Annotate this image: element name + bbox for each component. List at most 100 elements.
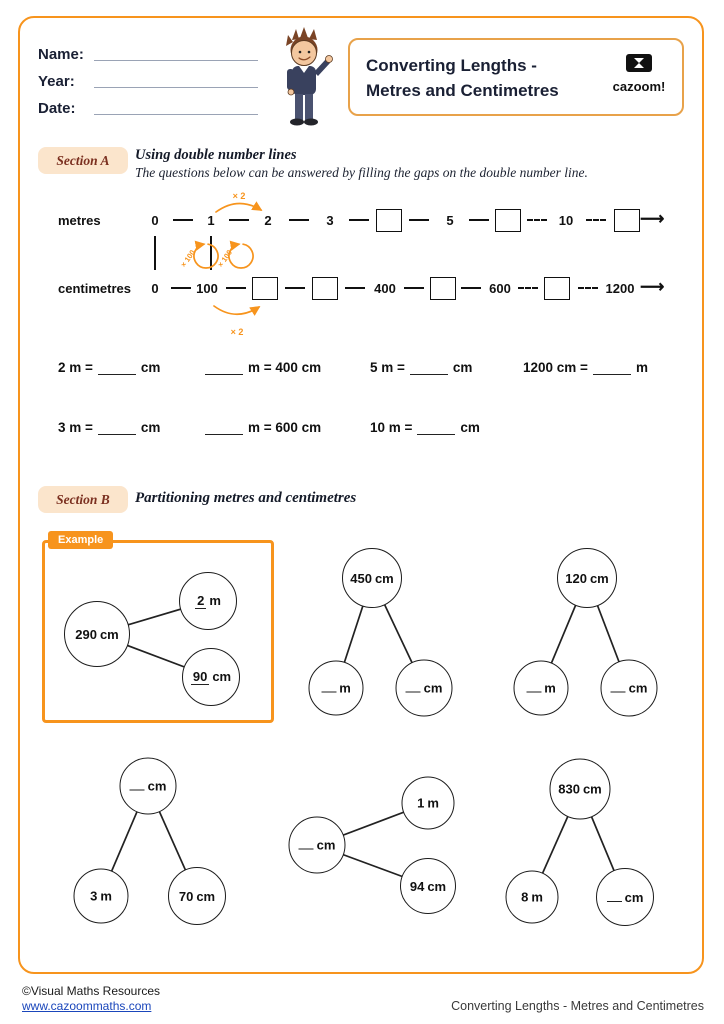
times2-label-bottom: × 2 <box>231 327 244 337</box>
metres-value: 5 <box>446 213 454 228</box>
number-line-connector <box>226 287 246 289</box>
times2-label-top: × 2 <box>233 191 246 201</box>
cm-answer-box-2[interactable] <box>312 277 338 300</box>
question-4: 1200 cm =m <box>523 360 648 375</box>
times100-loop-left <box>193 240 219 269</box>
cm-value: 600 <box>489 281 511 296</box>
answer-blank[interactable] <box>409 362 448 375</box>
metres-line-arrow: ⟶ <box>640 209 665 228</box>
question-1: 2 m =cm <box>58 360 161 375</box>
number-line-connector <box>173 219 193 221</box>
number-line-connector-dashed <box>527 219 547 221</box>
section-a-badge: Section A <box>38 147 128 174</box>
number-line-connector <box>469 219 489 221</box>
footer-copyright: ©Visual Maths Resources <box>22 984 161 998</box>
question-5: 3 m =cm <box>58 420 161 435</box>
diagram1-part2-circle: cm <box>395 659 453 717</box>
diagram1-part1-circle: m <box>308 660 364 716</box>
section-a-heading: Using double number lines <box>135 147 297 163</box>
answer-blank[interactable] <box>129 779 145 791</box>
answer-blank[interactable] <box>610 681 626 693</box>
metres-value: 10 <box>558 213 574 228</box>
cm-line-arrow: ⟶ <box>640 277 665 296</box>
number-line-connector <box>349 219 369 221</box>
metres-value: 2 <box>264 213 272 228</box>
title-box: Converting Lengths - Metres and Centimet… <box>348 38 684 116</box>
diagram2-part1-circle: m <box>513 660 569 716</box>
cm-value: 100 <box>196 281 218 296</box>
answer-blank[interactable] <box>205 362 243 375</box>
mascot-illustration <box>286 27 333 126</box>
metres-answer-box-1[interactable] <box>376 209 402 232</box>
number-line-connector <box>171 287 191 289</box>
question-7: 10 m =cm <box>370 420 480 435</box>
answer-blank[interactable] <box>526 681 542 693</box>
page-border <box>18 16 704 974</box>
times100-loop-right <box>228 240 254 269</box>
section-a-subheading: The questions below can be answered by f… <box>135 165 588 180</box>
answer-blank[interactable] <box>606 890 622 902</box>
date-label: Date: <box>38 100 76 117</box>
example-box <box>42 540 274 723</box>
answer-blank[interactable] <box>592 362 631 375</box>
times2-arc-bottom <box>213 305 261 316</box>
cazoom-logo-icon <box>626 54 652 72</box>
cazoom-logo-text: cazoom! <box>612 79 666 94</box>
answer-blank[interactable] <box>298 838 314 850</box>
cm-answer-box-4[interactable] <box>544 277 570 300</box>
number-line-connector-dashed <box>578 287 598 289</box>
times100-label-right: × 100 <box>216 248 234 269</box>
cm-value: 0 <box>151 281 159 296</box>
number-line-connector-dashed <box>518 287 538 289</box>
cm-answer-box-1[interactable] <box>252 277 278 300</box>
number-line-connector <box>289 219 309 221</box>
metres-label: metres <box>58 213 101 228</box>
metres-answer-box-3[interactable] <box>614 209 640 232</box>
diagram4-whole-circle: cm <box>288 816 346 874</box>
date-input-line[interactable] <box>94 114 258 115</box>
metres-value: 0 <box>151 213 159 228</box>
year-input-line[interactable] <box>94 87 258 88</box>
number-line-connector <box>285 287 305 289</box>
metres-value: 3 <box>326 213 334 228</box>
cm-value: 400 <box>374 281 396 296</box>
metres-answer-box-2[interactable] <box>495 209 521 232</box>
answer-blank[interactable] <box>97 422 136 435</box>
name-input-line[interactable] <box>94 60 258 61</box>
section-b-heading: Partitioning metres and centimetres <box>135 490 357 506</box>
cm-answer-box-3[interactable] <box>430 277 456 300</box>
answer-blank[interactable] <box>321 681 337 693</box>
number-line-tick <box>154 236 156 270</box>
answer-blank[interactable] <box>417 422 456 435</box>
year-label: Year: <box>38 73 75 90</box>
answer-blank[interactable] <box>97 362 136 375</box>
answer-blank[interactable] <box>205 422 243 435</box>
footer-website-link[interactable]: www.cazoommaths.com <box>22 999 152 1013</box>
example-tag: Example <box>48 531 114 549</box>
cazoom-logo: cazoom! <box>608 54 670 94</box>
number-line-connector <box>461 287 481 289</box>
number-line-connector <box>229 219 249 221</box>
diagram3-whole-circle: cm <box>119 757 177 815</box>
footer-title: Converting Lengths - Metres and Centimet… <box>451 999 704 1013</box>
number-line-tick <box>210 236 212 270</box>
question-6: m = 600 cm <box>205 420 321 435</box>
centimetres-label: centimetres <box>58 281 131 296</box>
number-line-connector-dashed <box>586 219 606 221</box>
number-line-connector <box>409 219 429 221</box>
diagram5-part2-circle: cm <box>596 868 654 926</box>
worksheet-title-line1: Converting Lengths - <box>366 56 537 75</box>
answer-blank[interactable] <box>405 681 421 693</box>
question-3: 5 m =cm <box>370 360 473 375</box>
